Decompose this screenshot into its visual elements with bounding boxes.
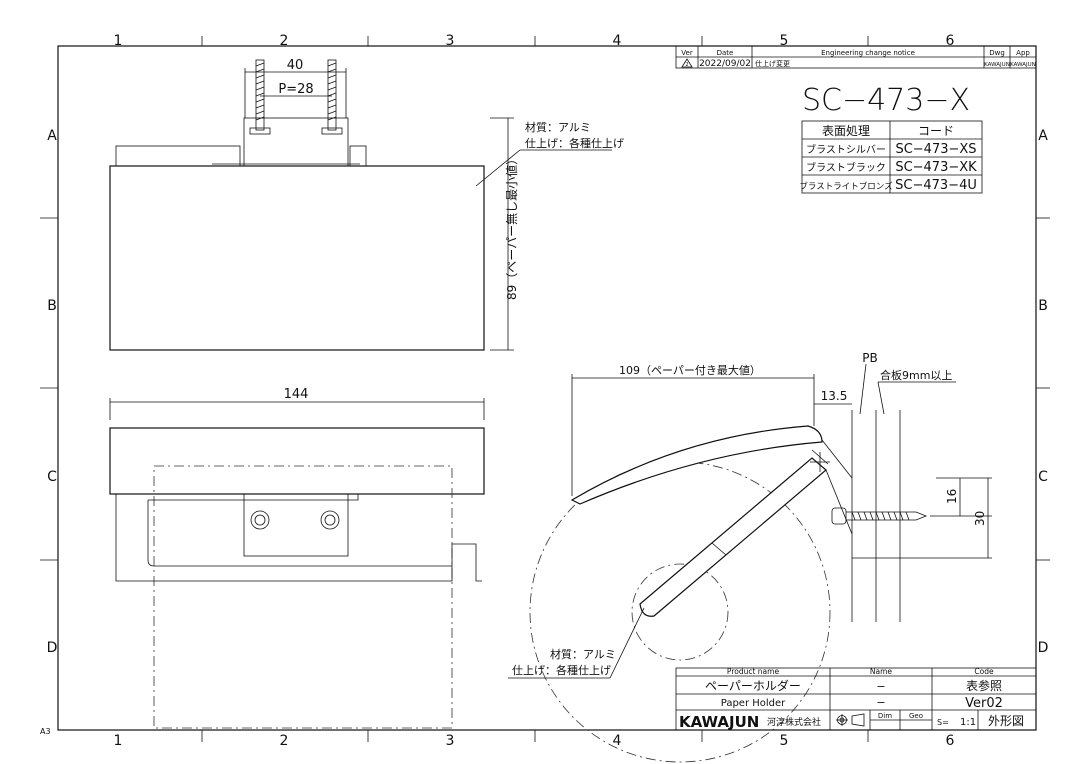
model-number: SC−473−X xyxy=(802,83,970,118)
finish-code: SC−473−XK xyxy=(895,160,977,175)
rev-header-date: Date xyxy=(717,49,734,57)
row-label-left: B xyxy=(47,298,57,314)
col-label-top: 2 xyxy=(280,33,289,49)
material-note-top: 材質：アルミ xyxy=(525,120,591,134)
row-label-right: A xyxy=(1038,128,1048,144)
company-logo: KAWAJUN xyxy=(679,713,759,731)
projection-symbol-icon xyxy=(836,713,865,727)
revision-triangle-icon xyxy=(681,58,693,68)
dim-height: 89（ペーパー無し最小値） xyxy=(504,153,519,300)
dim-depth: 109（ペーパー付き最大値） xyxy=(619,363,761,377)
name-value: − xyxy=(876,680,885,693)
code-value: 表参照 xyxy=(966,678,1002,693)
sheet-size-label: A3 xyxy=(40,727,51,736)
front-view xyxy=(109,398,485,729)
screw-head-icon xyxy=(250,510,270,530)
col-label-bottom: 6 xyxy=(946,733,955,749)
row-label-left: C xyxy=(47,469,57,485)
dim-width: 144 xyxy=(284,387,309,402)
row-label-right: B xyxy=(1038,298,1048,314)
finish-note-bottom: 仕上げ：各種仕上げ xyxy=(512,663,611,677)
col-label-top: 3 xyxy=(446,33,455,49)
row-label-left: D xyxy=(47,640,58,656)
revision-table: Ver Date Engineering change notice Dwg A… xyxy=(675,45,1037,69)
top-view xyxy=(109,59,485,351)
company-name: 河淳株式会社 xyxy=(767,716,821,728)
wall-screw-icon xyxy=(831,507,928,525)
title-block xyxy=(675,667,1037,731)
name-value: − xyxy=(876,696,885,709)
row-label-right: C xyxy=(1038,469,1048,485)
dim-offset: 13.5 xyxy=(821,389,848,403)
dim-screw-a: 16 xyxy=(945,489,959,504)
drawing-version: Ver02 xyxy=(965,696,1003,711)
dim-pitch: P=28 xyxy=(278,82,313,97)
rev-header-app: App xyxy=(1016,49,1030,57)
screw-icon xyxy=(249,59,271,135)
scale-value: 1:1 xyxy=(960,717,976,728)
rev-header-dwg: Dwg xyxy=(989,49,1005,57)
col-label-bottom: 3 xyxy=(446,733,455,749)
side-view xyxy=(529,363,992,763)
rev-app: KAWAJUN xyxy=(1010,62,1036,68)
screw-icon xyxy=(321,59,343,135)
rev-header-notice: Engineering change notice xyxy=(821,49,915,57)
rev-date: 2022/09/02 xyxy=(699,59,751,69)
col-label-top: 5 xyxy=(780,33,789,49)
dim-screw-b: 30 xyxy=(973,511,987,526)
drawing-type: 外形図 xyxy=(988,714,1024,728)
finish-name: ブラストライトブロンズ xyxy=(799,181,893,192)
code-header: コード xyxy=(918,124,954,138)
rev-notice: 仕上げ変更 xyxy=(755,59,790,68)
col-label-bottom: 5 xyxy=(780,733,789,749)
product-name-jp: ペーパーホルダー xyxy=(705,678,801,693)
name-header: Name xyxy=(870,667,893,676)
material-note-bottom: 材質：アルミ xyxy=(550,647,616,661)
rev-header-ver: Ver xyxy=(681,49,693,57)
finish-code: SC−473−XS xyxy=(895,142,976,157)
plywood-label: 合板9mm以上 xyxy=(880,368,952,382)
finish-name: ブラストシルバー xyxy=(806,143,886,156)
col-label-bottom: 4 xyxy=(613,733,622,749)
finish-code-table: 表面処理 コード ブラストシルバー SC−473−XS ブラストブラック SC−… xyxy=(799,120,983,194)
rev-mark: 2 xyxy=(685,62,688,68)
finish-code: SC−473−4U xyxy=(895,178,977,193)
dim-label: Dim xyxy=(878,712,892,720)
screw-head-icon xyxy=(320,510,340,530)
col-label-top: 1 xyxy=(114,33,123,49)
col-label-top: 6 xyxy=(946,33,955,49)
col-label-bottom: 2 xyxy=(280,733,289,749)
product-name-header: Product name xyxy=(727,667,780,676)
col-label-bottom: 1 xyxy=(114,733,123,749)
wall-board-label: PB xyxy=(862,351,877,365)
finish-name: ブラストブラック xyxy=(806,161,886,174)
geo-label: Geo xyxy=(909,712,923,720)
rev-dwg: KAWAJUN xyxy=(984,62,1010,68)
dim-screw-span: 40 xyxy=(287,58,304,73)
scale-label: S= xyxy=(937,718,949,727)
row-label-left: A xyxy=(47,128,57,144)
finish-note-top: 仕上げ：各種仕上げ xyxy=(525,136,624,150)
finish-header: 表面処理 xyxy=(822,124,870,138)
col-label-top: 4 xyxy=(613,33,622,49)
code-header: Code xyxy=(974,667,994,676)
row-label-right: D xyxy=(1038,640,1049,656)
zone-ticks xyxy=(40,36,1050,742)
product-name-en: Paper Holder xyxy=(721,698,786,709)
